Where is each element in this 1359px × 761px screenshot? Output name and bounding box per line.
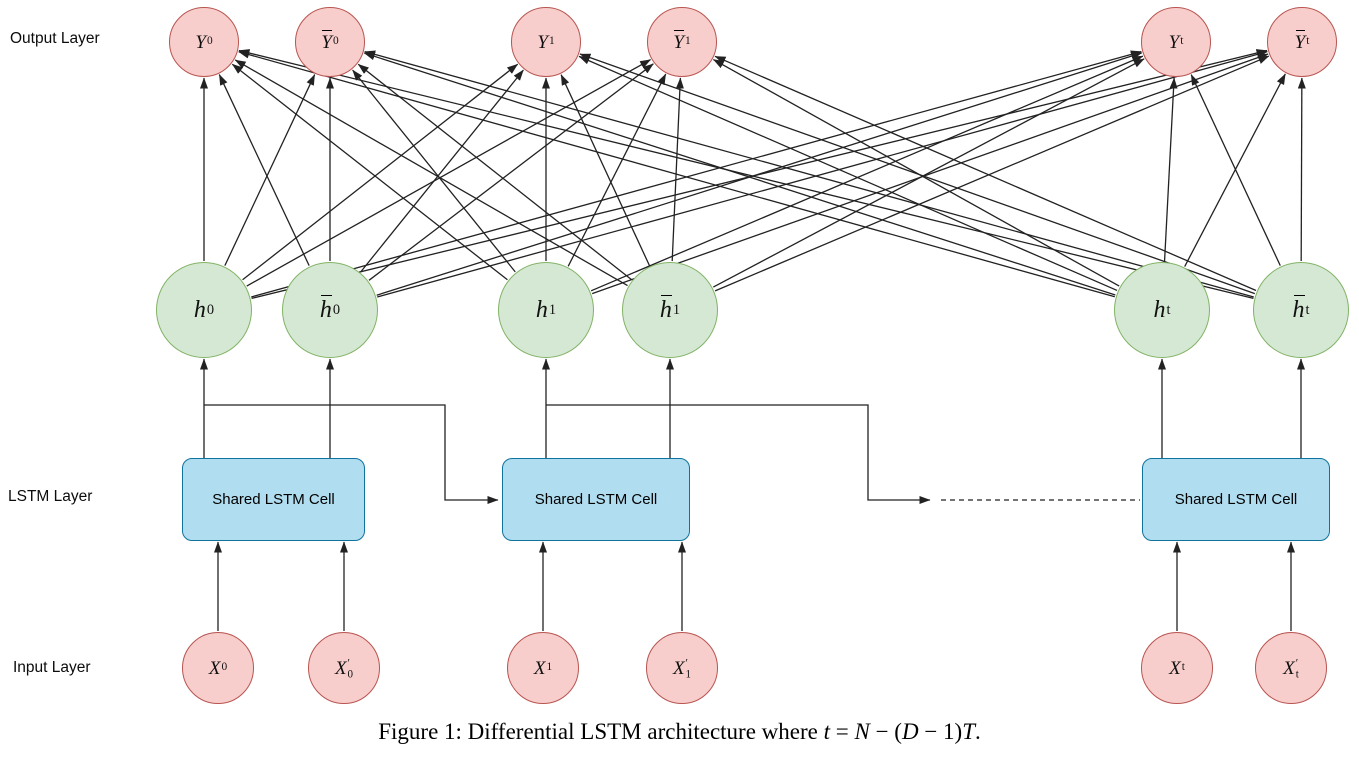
output-layer-label: Output Layer [10,30,100,47]
caption-text: = [829,719,855,744]
caption-text: − ( [869,719,902,744]
edge-h1-Y0 [231,63,508,281]
node-Xp0: X′0 [308,632,380,704]
edge-h0-Ybar0 [224,74,316,266]
edge-hbart-Ybart [1297,77,1306,262]
edge-h1-Ybart [591,53,1269,295]
rec-1-dots [546,404,931,504]
edge-hbart-Ybar1 [714,55,1257,292]
node-Xp1: X′1 [646,632,718,704]
edge-h1-Yt [590,55,1144,292]
lstm-t: Shared LSTM Cell [1142,458,1330,541]
edge-hbar1-Ybart [714,55,1270,292]
edge-hbart-Y1 [579,53,1256,295]
edge-hbar1-Y0 [234,59,628,287]
node-Xpt: X′t [1255,632,1327,704]
lstm-cell-label: Shared LSTM Cell [212,491,335,508]
caption-text: − 1) [918,719,963,744]
edge-h1-Ybar1 [567,73,667,267]
edge-h1-Ybar0 [352,69,516,273]
edge-ht-Y0 [238,50,1115,298]
lstm-1: Shared LSTM Cell [502,458,690,541]
caption-math-var: t [823,719,830,744]
edge-h0-Yt [251,50,1142,298]
edge-hbart-Yt [1190,74,1281,266]
edge-h0-Y1 [242,63,519,281]
caption-math-var: N [854,719,870,744]
edge-ht-Y1 [578,55,1118,292]
figure-caption: Figure 1: Differential LSTM architecture… [0,719,1359,745]
edge-hbart-Ybar0 [364,50,1254,298]
edge-hbar0-Y1 [360,69,524,273]
edge-hbar1-Ybar1 [671,77,684,262]
edge-hbar0-Yt [376,52,1143,296]
lstm-0: Shared LSTM Cell [182,458,365,541]
edge-ht-Ybart [1184,73,1286,267]
edge-hbar1-Ybar0 [357,63,632,281]
edge-hbar1-Yt [712,58,1145,288]
input-layer-label: Input Layer [13,659,91,676]
edge-hbar0-Ybart [377,50,1268,298]
caption-text: Figure 1: Differential LSTM architecture… [378,719,824,744]
caption-text: . [975,719,981,744]
lstm-cell-label: Shared LSTM Cell [1174,491,1298,508]
edge-ht-Yt [1163,77,1178,262]
edge-hbar0-Ybar1 [368,63,654,281]
edge-hbar0-Y0 [218,74,310,266]
edge-h0-Ybar1 [246,59,652,287]
rec-0-1 [204,404,499,504]
edge-ht-Ybar0 [363,52,1116,296]
caption-math-var: T [962,719,976,744]
edge-hbart-Y0 [238,49,1254,300]
caption-math-var: D [901,719,919,744]
lstm-cell-label: Shared LSTM Cell [534,491,658,508]
lstm-layer-label: LSTM Layer [8,488,93,505]
edge-hbar1-Y1 [560,74,651,266]
